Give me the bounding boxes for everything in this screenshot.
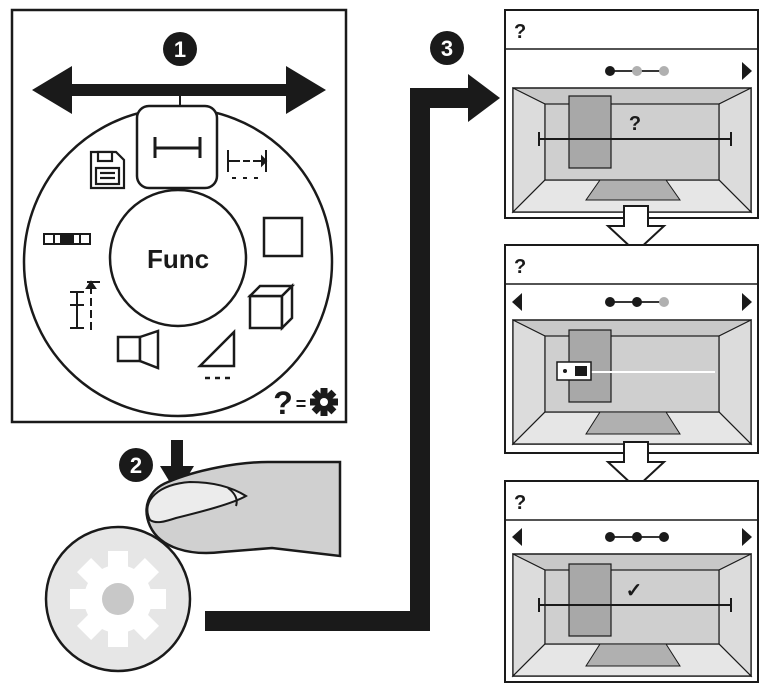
screen-2-room-illustration <box>511 319 753 446</box>
help-screen-1: ? ? <box>504 9 759 219</box>
screen-3-prev-arrow-icon[interactable] <box>512 528 522 546</box>
screen-1-progress-dots <box>605 66 669 76</box>
level-icon <box>43 233 91 245</box>
screen-3-header: ? <box>514 492 526 514</box>
transition-arrow-1-icon <box>605 205 667 254</box>
settings-gear-icon <box>310 388 338 416</box>
continuous-icon <box>196 328 236 380</box>
swipe-double-arrow-icon <box>32 66 326 114</box>
screen-2-progress-dots <box>605 297 669 307</box>
button-gear-icon <box>70 551 166 647</box>
help-symbol: ? <box>273 385 293 421</box>
step-2-badge <box>119 448 153 482</box>
screen-1-unknown-mark: ? <box>629 113 641 135</box>
help-equals-settings: ? = <box>273 385 338 421</box>
area-icon <box>262 216 304 258</box>
door-icon <box>568 563 612 637</box>
screen-3-progress-dots <box>605 532 669 542</box>
step-3-badge: 3 <box>430 31 464 65</box>
memory-icon <box>89 150 126 190</box>
equals-symbol: = <box>296 394 307 414</box>
screen-3-room-illustration: ✓ <box>511 553 753 678</box>
help-screen-3: ? ✓ <box>504 480 759 683</box>
wall-area-icon <box>116 329 160 370</box>
door-icon <box>568 95 612 169</box>
screen-1-header: ? <box>514 21 526 43</box>
screen-1-next-arrow-icon[interactable] <box>742 62 752 80</box>
laser-device-icon <box>556 361 592 381</box>
screen-2-prev-arrow-icon[interactable] <box>512 293 522 311</box>
finger-icon <box>145 460 342 558</box>
screen-3-next-arrow-icon[interactable] <box>742 528 752 546</box>
function-wheel-panel: 1 Func <box>10 8 348 424</box>
transition-arrow-2-icon <box>605 441 667 490</box>
step-2-number: 2 <box>130 453 142 478</box>
step-3-number: 3 <box>441 36 453 61</box>
screen-3-check-mark: ✓ <box>626 580 643 602</box>
screen-2-next-arrow-icon[interactable] <box>742 293 752 311</box>
indirect-length-icon <box>227 150 268 179</box>
func-inner-circle[interactable] <box>108 188 248 328</box>
func-label: Func <box>147 244 209 274</box>
flow-arrow-to-step-3 <box>205 74 500 631</box>
step-1-number: 1 <box>174 37 186 62</box>
help-screen-2: ? <box>504 244 759 454</box>
screen-2-header: ? <box>514 256 526 278</box>
screen-1-room-illustration: ? <box>511 87 753 214</box>
volume-icon <box>246 282 296 332</box>
step-1-badge: 1 <box>163 32 197 66</box>
indirect-height-icon <box>70 280 100 330</box>
length-icon <box>153 137 202 158</box>
step-2-press-button: 2 <box>44 440 342 673</box>
